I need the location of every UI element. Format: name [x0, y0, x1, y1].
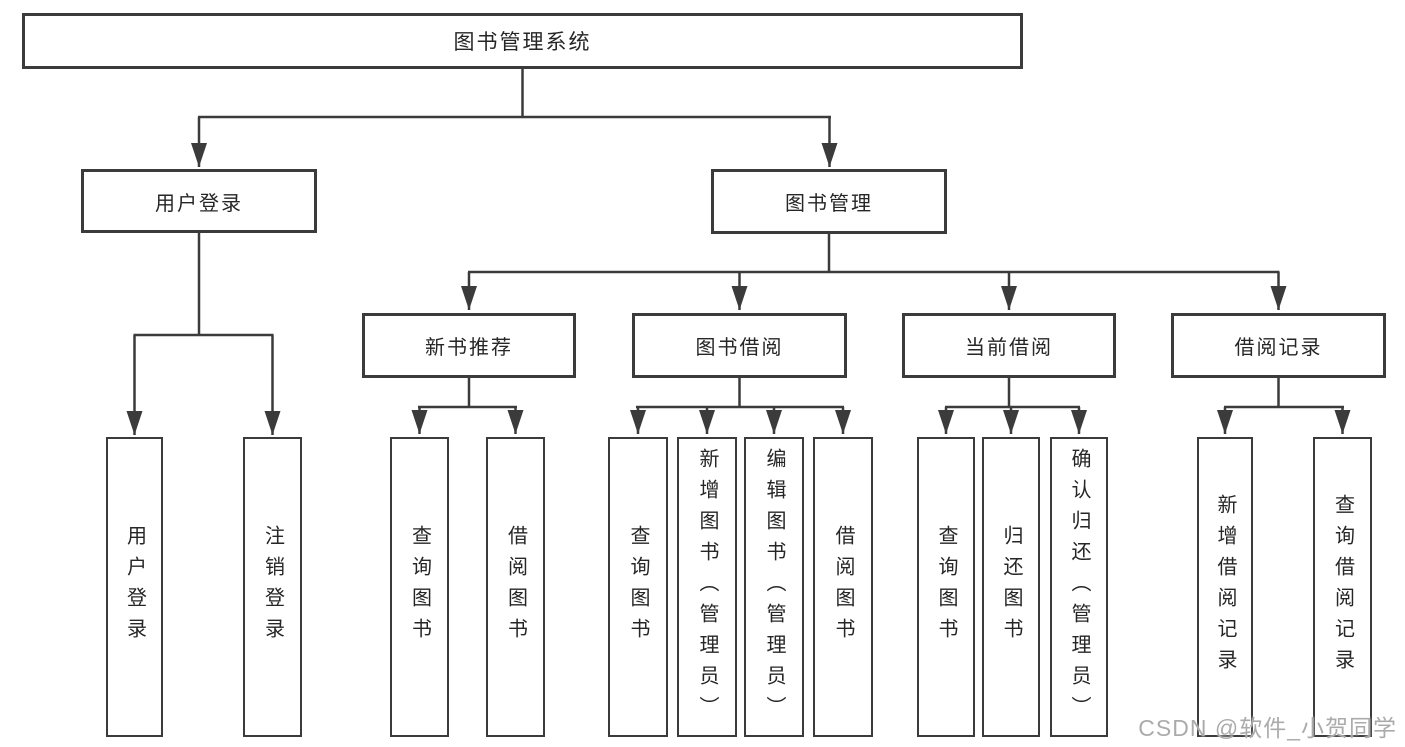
node-book-management: 图书管理	[711, 169, 947, 234]
leaf-label: 新增图书（管理员）	[696, 447, 718, 727]
leaf-current-confirm-return-admin: 确认归还（管理员）	[1050, 437, 1108, 737]
leaf-label: 查询图书	[935, 525, 957, 649]
leaf-label: 注销登录	[261, 525, 284, 649]
leaf-label: 编辑图书（管理员）	[763, 447, 785, 727]
leaf-borrow-borrow-book: 借阅图书	[813, 437, 873, 737]
leaf-borrow-add-book-admin: 新增图书（管理员）	[677, 437, 737, 737]
node-new-book-recommend: 新书推荐	[362, 313, 576, 378]
leaf-logout: 注销登录	[243, 437, 302, 737]
leaf-records-query-record: 查询借阅记录	[1313, 437, 1372, 737]
node-root: 图书管理系统	[22, 13, 1023, 69]
leaf-label: 新增借阅记录	[1214, 494, 1236, 680]
leaf-current-return-book: 归还图书	[982, 437, 1040, 737]
leaf-recommend-query-book: 查询图书	[390, 437, 449, 737]
leaf-records-add-record: 新增借阅记录	[1197, 437, 1253, 737]
leaf-label: 归还图书	[1000, 525, 1022, 649]
leaf-label: 用户登录	[123, 525, 146, 649]
leaf-label: 查询图书	[627, 525, 649, 649]
node-borrow-records: 借阅记录	[1171, 313, 1386, 378]
leaf-label: 借阅图书	[504, 525, 527, 649]
leaf-label: 查询图书	[408, 525, 431, 649]
leaf-borrow-query-book: 查询图书	[608, 437, 668, 737]
leaf-current-query-book: 查询图书	[917, 437, 975, 737]
node-book-borrow: 图书借阅	[632, 313, 847, 378]
leaf-label: 确认归还（管理员）	[1068, 447, 1090, 727]
node-current-borrow: 当前借阅	[902, 313, 1116, 378]
leaf-label: 借阅图书	[832, 525, 854, 649]
leaf-user-login: 用户登录	[106, 437, 163, 737]
node-user-login: 用户登录	[81, 169, 317, 233]
leaf-label: 查询借阅记录	[1331, 494, 1354, 680]
csdn-watermark: CSDN @软件_小贺同学	[1138, 715, 1397, 741]
leaf-recommend-borrow-book: 借阅图书	[486, 437, 545, 737]
leaf-borrow-edit-book-admin: 编辑图书（管理员）	[744, 437, 804, 737]
